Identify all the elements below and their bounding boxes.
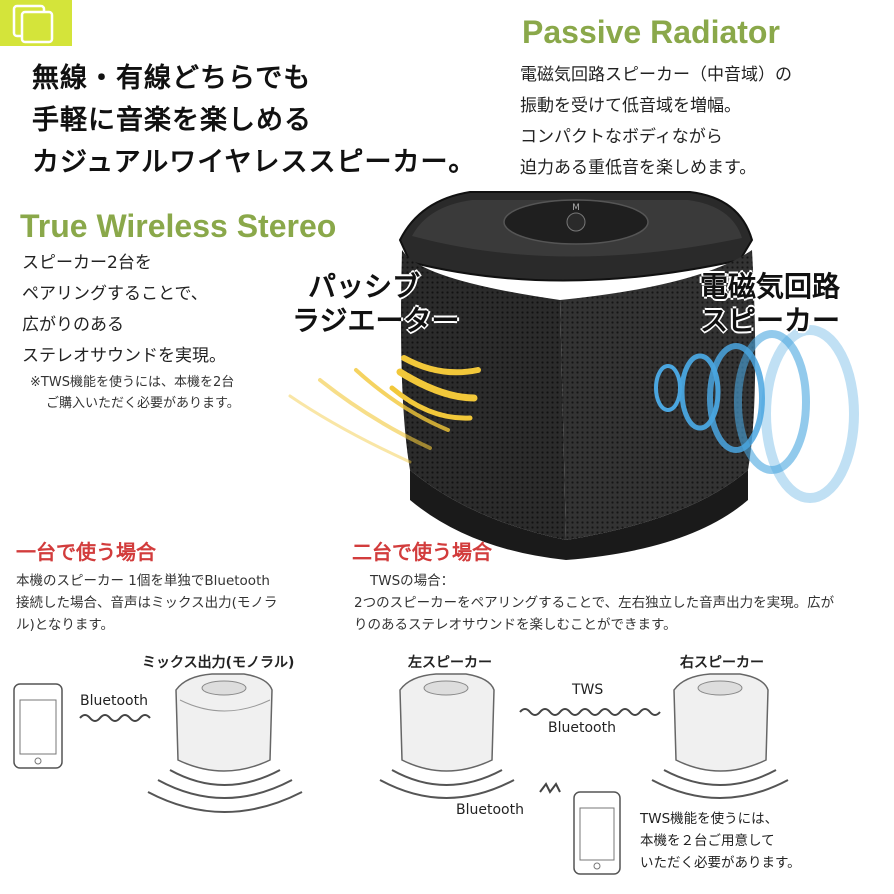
main-headline: 無線・有線どちらでも 手軽に音楽を楽しめる カジュアルワイヤレススピーカー。 (32, 58, 476, 184)
tws-bluetooth-label: Bluetooth (548, 720, 616, 736)
pr-line-4: 迫力ある重低音を楽しめます。 (520, 158, 757, 178)
tws-title: True Wireless Stereo (20, 208, 337, 244)
tws-req-line-3: いただく必要があります。 (640, 855, 801, 871)
play-pause-icon (566, 212, 586, 232)
double-desc-line-1: TWSの場合： (370, 573, 455, 589)
pr-line-2: 振動を受けて低音域を増幅。 (520, 96, 741, 116)
tws-smartphone-icon (573, 791, 621, 875)
tws-req-line-1: TWS機能を使うには、 (640, 811, 779, 827)
mono-speaker-icon (175, 673, 273, 772)
left-speaker-label: 左スピーカー (408, 655, 492, 671)
single-use-title: 一台で使う場合 (16, 540, 156, 564)
pr-line-1: 電磁気回路スピーカー（中音域）の (520, 65, 792, 85)
callout-right-line-2: スピーカー (700, 304, 841, 337)
double-use-description: TWSの場合： 2つのスピーカーをペアリングすることで、左右独立した音声出力を実… (354, 570, 894, 636)
tws-link-wave (519, 708, 661, 716)
double-desc-line-2: 2つのスピーカーをペアリングすることで、左右独立した音声出力を実現。広が (354, 595, 835, 611)
passive-radiator-title: Passive Radiator (522, 14, 780, 50)
headline-line-3: カジュアルワイヤレススピーカー。 (32, 147, 477, 178)
control-panel (503, 199, 649, 245)
tws-line-3: 広がりのある (22, 315, 124, 335)
right-speaker-icon (673, 673, 769, 772)
passive-radiator-callout: パッシブ ラジエーター (292, 270, 459, 338)
single-desc-line-1: 本機のスピーカー 1個を単独でBluetooth (16, 573, 270, 589)
headline-line-2: 手軽に音楽を楽しめる (32, 105, 312, 136)
headline-line-1: 無線・有線どちらでも (32, 63, 312, 94)
bluetooth-signal-wave (79, 714, 151, 722)
phone-bluetooth-label: Bluetooth (456, 802, 524, 818)
tws-req-line-2: 本機を２台ご用意して (640, 833, 775, 849)
single-desc-line-3: ル)となります。 (16, 617, 115, 633)
callout-left-line-1: パッシブ (308, 270, 421, 303)
double-desc-line-3: りのあるステレオサウンドを楽しむことができます。 (354, 617, 677, 633)
mode-button-label: M (572, 203, 580, 213)
mono-output-label: ミックス出力(モノラル) (142, 655, 295, 671)
left-speaker-icon (399, 673, 495, 772)
speaker-circuit-callout: 電磁気回路 スピーカー (700, 270, 840, 338)
single-use-description: 本機のスピーカー 1個を単独でBluetooth 接続した場合、音声はミックス出… (16, 570, 334, 636)
speaker-image: M (398, 191, 756, 560)
callout-left-line-2: ラジエーター (292, 304, 460, 337)
double-use-title: 二台で使う場合 (352, 540, 492, 564)
bluetooth-zigzag (539, 782, 561, 794)
tws-line-2: ペアリングすることで、 (22, 284, 208, 304)
passive-radiator-description: 電磁気回路スピーカー（中音域）の 振動を受けて低音域を増幅。 コンパクトなボディ… (520, 60, 792, 184)
single-desc-line-2: 接続した場合、音声はミックス出力(モノラ (16, 595, 278, 611)
smartphone-icon (13, 683, 63, 769)
tws-note-line-1: ※TWS機能を使うには、本機を2台 (30, 375, 235, 390)
tws-line-4: ステレオサウンドを実現。 (22, 346, 226, 366)
mono-sound-arcs (147, 769, 303, 813)
single-use-diagram (13, 673, 303, 813)
callout-right-line-1: 電磁気回路 (700, 270, 841, 303)
tws-requirement-note: TWS機能を使うには、 本機を２台ご用意して いただく必要があります。 (640, 808, 801, 874)
right-speaker-label: 右スピーカー (680, 655, 764, 671)
tws-note-line-2: ご購入いただく必要があります。 (46, 396, 240, 411)
speaker-waves (654, 325, 859, 503)
tws-note: ※TWS機能を使うには、本機を2台 ご購入いただく必要があります。 (30, 372, 240, 414)
tws-description: スピーカー2台を ペアリングすることで、 広がりのある ステレオサウンドを実現。 (22, 248, 226, 372)
corner-badge (0, 0, 72, 46)
tws-link-label: TWS (572, 682, 604, 698)
copy-icon (12, 4, 54, 44)
single-bluetooth-label: Bluetooth (80, 693, 148, 709)
pr-line-3: コンパクトなボディながら (520, 127, 723, 147)
tws-line-1: スピーカー2台を (22, 253, 152, 273)
passive-radiator-waves (288, 355, 481, 464)
